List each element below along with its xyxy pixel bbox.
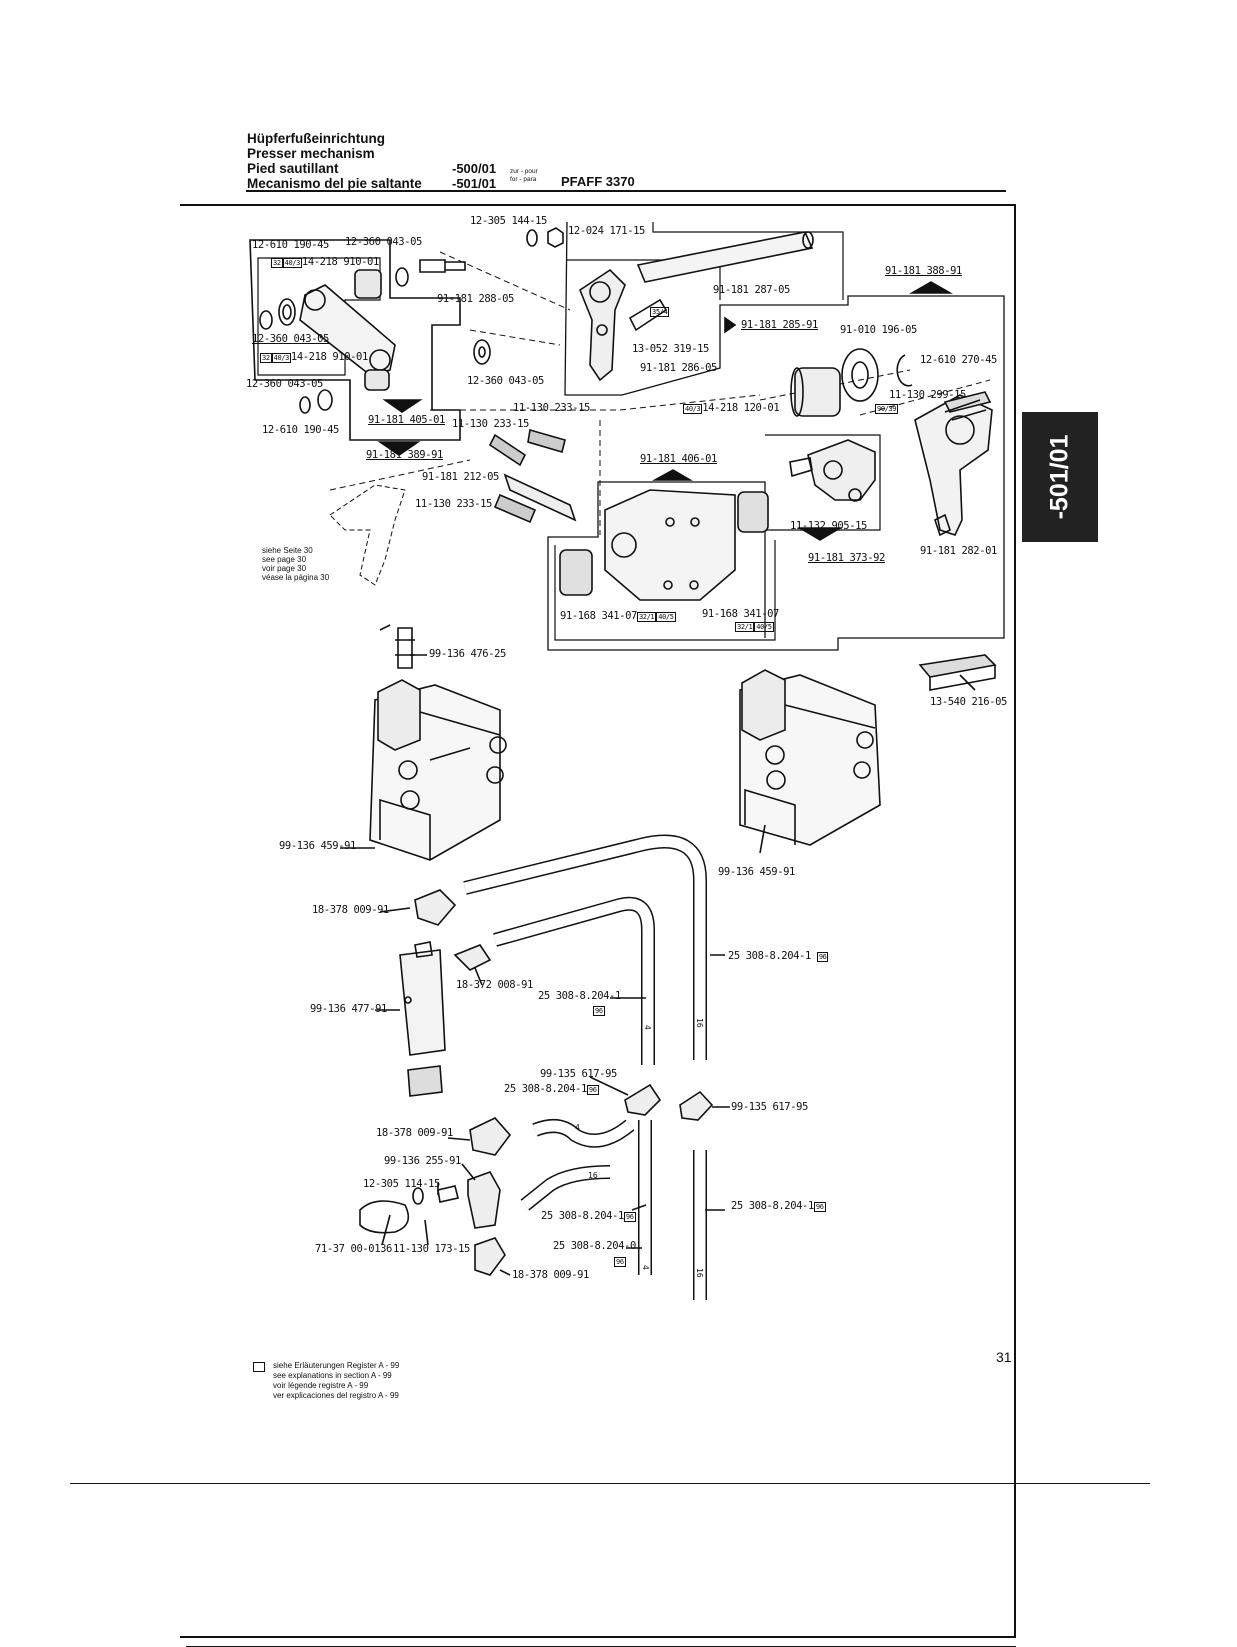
part-label: 99-135 617-95 bbox=[540, 1068, 617, 1080]
legend-box-icon bbox=[253, 1362, 265, 1372]
part-label: 91-010 196-05 bbox=[840, 324, 917, 336]
part-label: 11-130 299-15 bbox=[889, 389, 966, 401]
part-label: 25 308-8.204-0 bbox=[553, 1240, 636, 1252]
model-numbers: -500/01 -501/01 bbox=[452, 161, 496, 191]
part-label: 91-181 287-05 bbox=[713, 284, 790, 296]
exploded-parts-drawing: 4 16 4 16 16 4 bbox=[249, 221, 1005, 1300]
part-label: 91-181 282-01 bbox=[920, 545, 997, 557]
header-rule bbox=[246, 190, 1006, 192]
part-label: 91-181 373-92 bbox=[808, 552, 885, 564]
part-label: 12-024 171-15 bbox=[568, 225, 645, 237]
for-para: for - para bbox=[510, 176, 537, 183]
page-number: 31 bbox=[996, 1349, 1012, 1365]
svg-text:16: 16 bbox=[588, 1171, 598, 1180]
title-de: Hüpferfußeinrichtung bbox=[247, 131, 385, 146]
part-label: 12-610 190-45 bbox=[262, 424, 339, 436]
part-label: 99-136 476-25 bbox=[429, 648, 506, 660]
part-label: 91-181 405-01 bbox=[368, 414, 445, 426]
part-label: 11-130 173-15 bbox=[393, 1243, 470, 1255]
part-label: 12-360 043-05 bbox=[467, 375, 544, 387]
svg-text:16: 16 bbox=[695, 1268, 704, 1278]
part-label: 96 bbox=[614, 1257, 626, 1267]
part-label: 91-168 341-07 bbox=[702, 608, 779, 620]
part-label: 12-305 144-15 bbox=[470, 215, 547, 227]
svg-text:4: 4 bbox=[641, 1265, 650, 1270]
part-label: 25 308-8.204-1 96 bbox=[728, 950, 829, 962]
part-label: 99-136 477-91 bbox=[310, 1003, 387, 1015]
part-label: 12-610 270-45 bbox=[920, 354, 997, 366]
part-label: 13-540 216-05 bbox=[930, 696, 1007, 708]
svg-text:4: 4 bbox=[643, 1025, 652, 1030]
svg-text:4: 4 bbox=[575, 1123, 580, 1132]
zur-pour: zur - pour bbox=[510, 168, 538, 175]
part-label: 18-378 009-91 bbox=[312, 904, 389, 916]
part-label: 96 bbox=[593, 1006, 605, 1016]
title-en: Presser mechanism bbox=[247, 146, 375, 161]
part-label: 91-181 285-91 bbox=[741, 319, 818, 331]
page-bottom-rule bbox=[70, 1483, 1150, 1484]
part-label: 91-181 212-05 bbox=[422, 471, 499, 483]
title-block: Hüpferfußeinrichtung Presser mechanism P… bbox=[247, 131, 422, 191]
part-label: 91-181 406-01 bbox=[640, 453, 717, 465]
part-label: 90/39 bbox=[875, 404, 899, 414]
section-tab: -501/01 bbox=[1022, 412, 1098, 542]
part-label: 11-132 905-15 bbox=[790, 520, 867, 532]
for-label: zur - pour for - para bbox=[510, 168, 538, 184]
part-label: 12-360 043-05 bbox=[246, 378, 323, 390]
part-label: 99-135 617-95 bbox=[731, 1101, 808, 1113]
part-label: 11-130 233-15 bbox=[452, 418, 529, 430]
part-label: 99-136 459-91 bbox=[279, 840, 356, 852]
part-label: 99-136 255-91 bbox=[384, 1155, 461, 1167]
part-label: 91-181 286-05 bbox=[640, 362, 717, 374]
part-label: 25 308-8.204-1 bbox=[538, 990, 621, 1002]
part-label: 99-136 459-91 bbox=[718, 866, 795, 878]
model-500: -500/01 bbox=[452, 161, 497, 176]
part-label: 12-610 190-45 bbox=[252, 239, 329, 251]
part-label: 11-130 233-15 bbox=[415, 498, 492, 510]
frame-bottom bbox=[180, 1636, 1016, 1638]
part-label: 12-305 114-15 bbox=[363, 1178, 440, 1190]
part-label: 91-181 389-91 bbox=[366, 449, 443, 461]
footnotes: siehe Erläuterungen Register A - 99 see … bbox=[273, 1361, 400, 1400]
part-label: 13-052 319-15 bbox=[632, 343, 709, 355]
title-es: Mecanismo del pie saltante bbox=[247, 176, 422, 191]
part-label: 18-378 009-91 bbox=[512, 1269, 589, 1281]
part-label: 11-130 233-15 bbox=[513, 402, 590, 414]
part-label: 12-360 043-05 bbox=[252, 333, 329, 345]
part-label: 18-372 008-91 bbox=[456, 979, 533, 991]
part-label: 12-360 043-05 bbox=[345, 236, 422, 248]
part-label: 91-181 388-91 bbox=[885, 265, 962, 277]
part-label: 35/4 bbox=[650, 307, 670, 317]
model-501: -501/01 bbox=[452, 176, 497, 191]
part-label: 18-378 009-91 bbox=[376, 1127, 453, 1139]
machine-name: PFAFF 3370 bbox=[561, 174, 635, 189]
title-fr: Pied sautillant bbox=[247, 161, 339, 176]
part-label: 71-37 00-0136 bbox=[315, 1243, 392, 1255]
svg-text:16: 16 bbox=[695, 1018, 704, 1028]
frame-right bbox=[1014, 204, 1016, 1637]
frame-top bbox=[180, 204, 1016, 206]
part-label: 91-181 288-05 bbox=[437, 293, 514, 305]
